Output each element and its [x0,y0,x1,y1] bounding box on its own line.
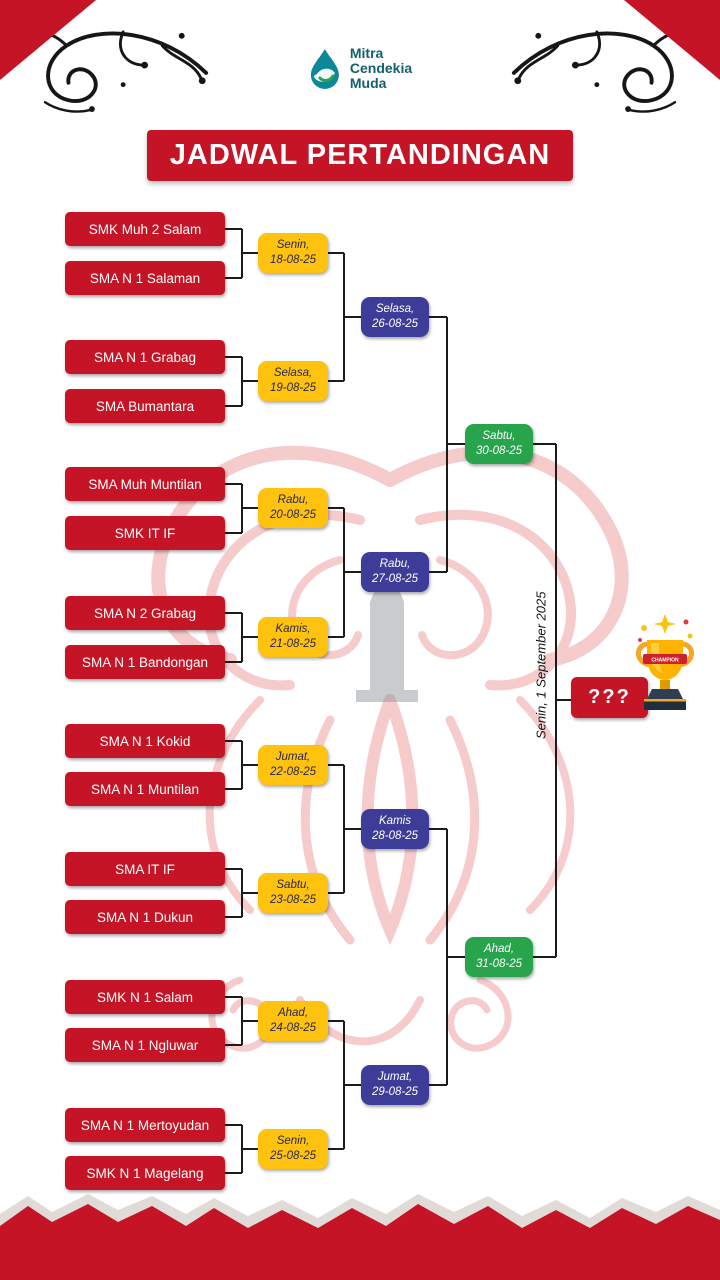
team-box-1: SMK Muh 2 Salam [65,212,225,246]
team-box-2: SMA N 1 Salaman [65,261,225,295]
match-r1-4: Kamis, 21-08-25 [258,617,328,657]
match-qf-4: Jumat, 29-08-25 [361,1065,429,1105]
match-day: Senin, [276,1135,310,1148]
brand-logo: Mitra Cendekia Muda [308,45,413,92]
match-day: Kamis [379,815,411,828]
brand-name-line2: Cendekia [349,60,413,77]
match-day: Selasa, [273,367,313,380]
title-banner: JADWAL PERTANDINGAN [147,130,573,181]
team-box-11: SMA IT IF [65,852,225,886]
team-box-10: SMA N 1 Muntilan [65,772,225,806]
team-box-15: SMA N 1 Mertoyudan [65,1108,225,1142]
match-date: 27-08-25 [371,573,419,585]
match-day: Sabtu, [276,879,310,892]
team-box-9: SMA N 1 Kokid [65,724,225,758]
match-qf-1: Selasa, 26-08-25 [361,297,429,337]
match-sf-1: Sabtu, 30-08-25 [465,424,533,464]
match-date: 20-08-25 [269,509,317,521]
match-date: 28-08-25 [371,830,419,842]
team-box-7: SMA N 2 Grabag [65,596,225,630]
team-box-5: SMA Muh Muntilan [65,467,225,501]
team-box-4: SMA Bumantara [65,389,225,423]
match-date: 23-08-25 [269,894,317,906]
trophy-ribbon-text: CHAMPION [651,658,679,664]
match-date: 25-08-25 [269,1150,317,1162]
final-date-label: Senin, 1 September 2025 [533,591,549,739]
team-box-3: SMA N 1 Grabag [65,340,225,374]
match-day: Jumat, [275,751,311,764]
match-date: 22-08-25 [269,766,317,778]
match-date: 30-08-25 [475,445,523,457]
brand-name-line1: Mitra [349,45,384,61]
match-day: Kamis, [275,623,311,636]
match-date: 24-08-25 [269,1022,317,1034]
match-r1-7: Ahad, 24-08-25 [258,1001,328,1041]
match-day: Rabu, [277,494,309,507]
match-qf-3: Kamis 28-08-25 [361,809,429,849]
match-day: Selasa, [375,303,415,316]
team-box-8: SMA N 1 Bandongan [65,645,225,679]
match-r1-5: Jumat, 22-08-25 [258,745,328,785]
match-day: Senin, [276,239,310,252]
page-title: JADWAL PERTANDINGAN [169,139,551,171]
match-r1-2: Selasa, 19-08-25 [258,361,328,401]
match-date: 18-08-25 [269,254,317,266]
team-box-6: SMK IT IF [65,516,225,550]
match-day: Ahad, [277,1007,309,1020]
match-r1-3: Rabu, 20-08-25 [258,488,328,528]
team-box-12: SMA N 1 Dukun [65,900,225,934]
match-r1-1: Senin, 18-08-25 [258,233,328,273]
match-date: 31-08-25 [475,958,523,970]
match-date: 26-08-25 [371,318,419,330]
match-day: Jumat, [377,1071,413,1084]
match-date: 21-08-25 [269,638,317,650]
match-sf-2: Ahad, 31-08-25 [465,937,533,977]
match-date: 19-08-25 [269,382,317,394]
match-day: Rabu, [379,558,411,571]
champion-box: ??? [571,677,648,718]
match-day: Ahad, [483,943,515,956]
match-date: 29-08-25 [371,1086,419,1098]
match-r1-6: Sabtu, 23-08-25 [258,873,328,913]
team-box-13: SMK N 1 Salam [65,980,225,1014]
brand-name: Mitra Cendekia Muda [349,45,413,92]
droplet-logo-icon [310,48,339,89]
team-box-16: SMK N 1 Magelang [65,1156,225,1190]
trophy-icon: CHAMPION [636,614,694,710]
brand-name-line3: Muda [349,75,387,92]
team-box-14: SMA N 1 Ngluwar [65,1028,225,1062]
match-day: Sabtu, [482,430,516,443]
match-r1-8: Senin, 25-08-25 [258,1129,328,1169]
match-qf-2: Rabu, 27-08-25 [361,552,429,592]
